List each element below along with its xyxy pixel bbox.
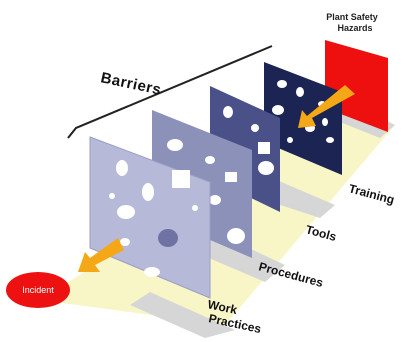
training-label: Training (347, 181, 396, 207)
tools-label: Tools (304, 222, 338, 244)
barriers-label: Barriers (99, 69, 163, 98)
hazard-label-line2: Hazards (337, 23, 372, 33)
incident-label: Incident (22, 285, 54, 295)
hazard-label-line1: Plant Safety (326, 12, 378, 22)
procedures-label: Procedures (257, 259, 325, 290)
